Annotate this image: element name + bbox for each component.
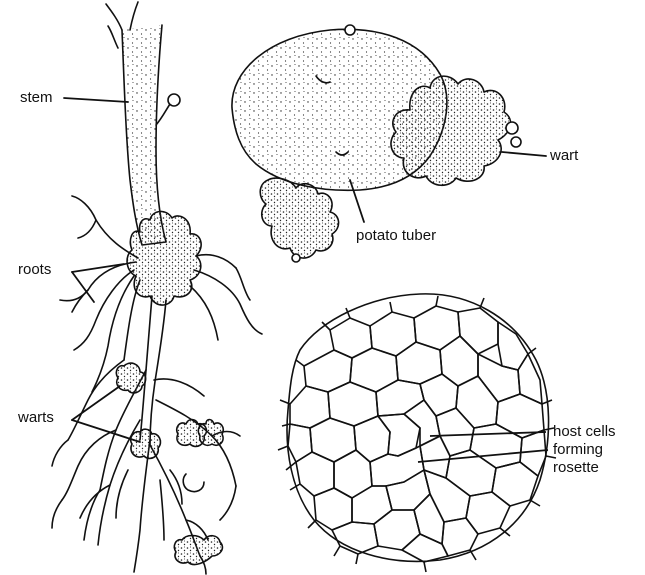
root	[154, 379, 204, 396]
host-cells-label-line3: rosette	[553, 460, 599, 476]
root-wart	[174, 536, 222, 565]
stem-leader	[64, 98, 128, 102]
cell-section-drawing	[278, 294, 556, 572]
cell-section-outline	[287, 294, 549, 561]
root	[74, 270, 134, 350]
host-cells-label-line2: forming	[553, 442, 603, 458]
wart-leader	[502, 152, 546, 156]
root	[196, 255, 236, 268]
wart-label: wart	[550, 148, 578, 164]
root-wart	[131, 429, 161, 458]
root-wart	[198, 420, 223, 446]
root	[72, 196, 138, 258]
plant-drawing	[52, 2, 262, 574]
roots-label: roots	[18, 262, 51, 278]
stem-label: stem	[20, 90, 53, 106]
root-wart	[116, 363, 145, 393]
warts-leader	[72, 420, 140, 442]
host-cells-label-line1: host cells	[553, 424, 616, 440]
potato-tuber-label: potato tuber	[356, 228, 436, 244]
host-cells-leader	[418, 450, 548, 462]
warts-label: warts	[18, 410, 54, 426]
warts-leader	[72, 386, 120, 420]
roots-leader	[72, 264, 124, 272]
root	[134, 440, 150, 572]
root	[190, 286, 218, 340]
